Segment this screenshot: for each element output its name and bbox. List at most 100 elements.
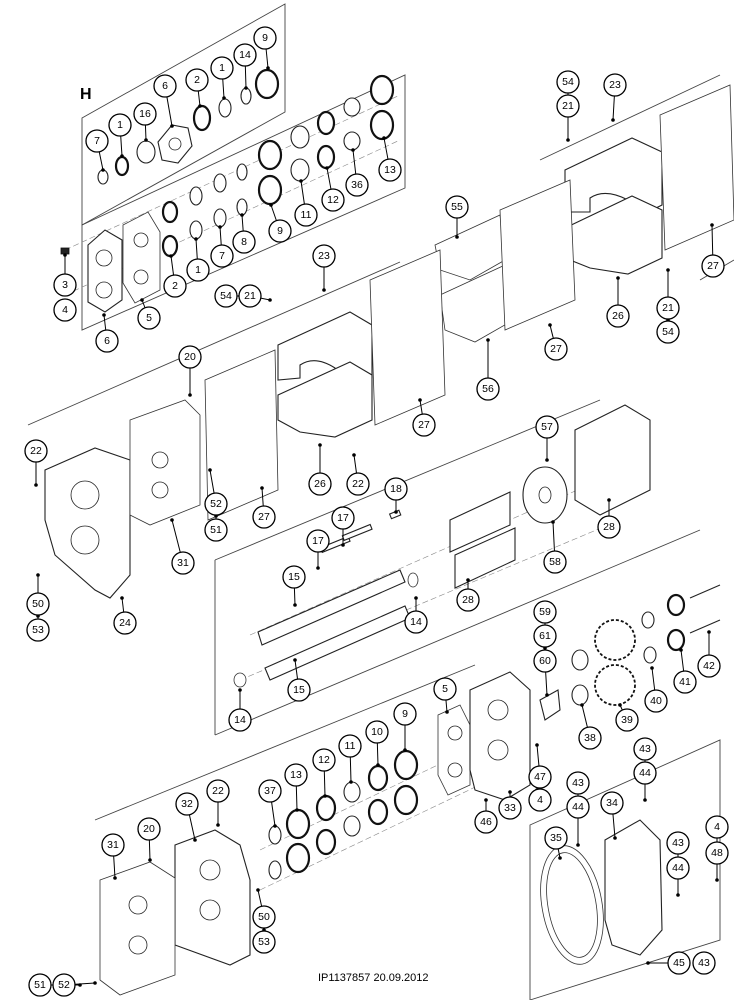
leader-tip: [144, 138, 148, 142]
callout-circle: [393, 702, 417, 726]
leader-tip: [194, 237, 198, 241]
callout-circle: [53, 298, 77, 322]
callout-number: 8: [241, 236, 247, 248]
callout-number: 20: [184, 351, 196, 363]
callout-1: 1: [186, 258, 210, 282]
leader-tip: [268, 298, 272, 302]
housing-24: [44, 447, 131, 599]
callout-21: 21: [556, 94, 580, 118]
callout-number: 18: [390, 483, 402, 495]
leader-tip: [323, 794, 327, 798]
callout-number: 21: [244, 290, 256, 302]
leader-tip: [216, 823, 220, 827]
plate-27-left: [204, 349, 279, 521]
leader-tip: [535, 743, 539, 747]
callout-number: 37: [264, 785, 276, 797]
callout-circle: [185, 68, 209, 92]
callout-circle: [228, 708, 252, 732]
callout-circle: [378, 158, 402, 182]
leader-tip: [295, 808, 299, 812]
leader-tip: [140, 298, 144, 302]
callout-circle: [331, 506, 355, 530]
group-h-label: H: [80, 86, 92, 103]
callout-number: 39: [621, 714, 633, 726]
callout-number: 44: [672, 862, 684, 874]
leader-tip: [352, 453, 356, 457]
callout-number: 51: [210, 524, 222, 536]
callout-circle: [597, 515, 621, 539]
leader-tip: [63, 253, 67, 257]
callout-45: 45: [667, 951, 691, 975]
callout-number: 55: [451, 201, 463, 213]
callout-number: 24: [119, 617, 131, 629]
callout-number: 58: [549, 556, 561, 568]
leader-tip: [170, 124, 174, 128]
plate-27-right: [659, 84, 734, 251]
leader-tip: [169, 254, 173, 258]
leader-tip: [616, 276, 620, 280]
callout-circle: [701, 254, 725, 278]
leader-tip: [148, 858, 152, 862]
callout-47: 47: [528, 765, 552, 789]
leader-tip: [508, 790, 512, 794]
callout-46: 46: [474, 810, 498, 834]
callout-number: 26: [314, 478, 326, 490]
callout-number: 12: [318, 754, 330, 766]
callout-1: 1: [108, 113, 132, 137]
callout-13: 13: [378, 158, 402, 182]
callout-number: 21: [562, 100, 574, 112]
callout-circle: [533, 649, 557, 673]
callout-number: 15: [293, 684, 305, 696]
callout-number: 59: [539, 606, 551, 618]
callout-number: 31: [107, 839, 119, 851]
gear-train: [539, 584, 721, 721]
callout-number: 4: [537, 794, 543, 806]
callout-circle: [365, 720, 389, 744]
leader-tip: [36, 573, 40, 577]
leader-tip: [351, 148, 355, 152]
callout-circle: [600, 791, 624, 815]
callout-54: 54: [656, 320, 680, 344]
callout-1: 1: [210, 56, 234, 80]
callout-number: 14: [234, 714, 246, 726]
callout-51: 51: [204, 518, 228, 542]
callout-number: 22: [30, 445, 42, 457]
callout-circle: [433, 677, 457, 701]
callout-number: 34: [606, 797, 618, 809]
callout-27: 27: [701, 254, 725, 278]
callout-number: 27: [550, 343, 562, 355]
callout-41: 41: [673, 670, 697, 694]
callout-circle: [268, 219, 292, 243]
callout-number: 14: [239, 49, 251, 61]
callout-57: 57: [535, 415, 559, 439]
callout-23: 23: [312, 244, 336, 268]
callout-number: 43: [639, 743, 651, 755]
shafts: [233, 509, 419, 688]
callout-27: 27: [252, 505, 276, 529]
leader-tip: [679, 648, 683, 652]
leader-tip: [643, 798, 647, 802]
callout-circle: [232, 230, 256, 254]
callout-42: 42: [697, 654, 721, 678]
callout-number: 54: [562, 76, 574, 88]
callout-number: 5: [442, 683, 448, 695]
leader-tip: [318, 443, 322, 447]
callout-2: 2: [163, 274, 187, 298]
leader-tip: [349, 780, 353, 784]
callout-48: 48: [705, 841, 729, 865]
callout-circle: [95, 329, 119, 353]
callout-number: 7: [94, 135, 100, 147]
callout-number: 20: [143, 823, 155, 835]
leader-tip: [611, 118, 615, 122]
leader-tip: [170, 518, 174, 522]
callout-number: 48: [711, 847, 723, 859]
callout-circle: [603, 73, 627, 97]
callout-number: 23: [609, 79, 621, 91]
callout-34: 34: [600, 791, 624, 815]
callout-number: 54: [662, 326, 674, 338]
callout-circle: [544, 337, 568, 361]
leader-tip: [707, 630, 711, 634]
callout-circle: [163, 274, 187, 298]
leader-tip: [650, 666, 654, 670]
